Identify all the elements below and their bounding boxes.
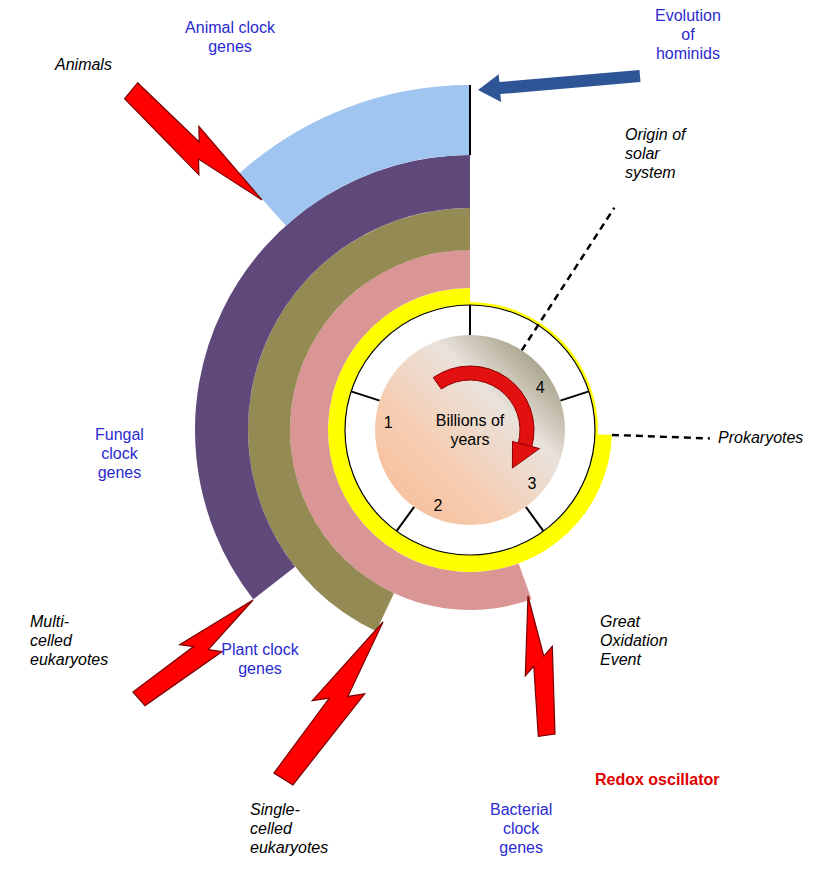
- axis-number: 1: [384, 413, 393, 432]
- event-label: Evolution of hominids: [655, 6, 721, 64]
- axis-number: 3: [527, 474, 536, 493]
- tick-mark: [560, 391, 589, 400]
- tick-mark: [469, 305, 471, 335]
- event-label: Great Oxidation Event: [600, 612, 668, 670]
- gene-label: Fungal clock genes: [95, 425, 144, 483]
- circle-outline: [375, 335, 565, 525]
- tick-mark: [526, 507, 544, 531]
- axis-number: 4: [536, 378, 545, 397]
- event-label: Origin of solar system: [625, 125, 703, 183]
- tick-mark: [351, 391, 380, 400]
- event-label: Multi-celled eukaryotes: [30, 612, 108, 670]
- event-label: Animals: [55, 55, 112, 74]
- time-arrow-head: [512, 441, 539, 468]
- axis-number: 2: [434, 496, 443, 515]
- dashed-marker: [612, 435, 710, 438]
- animal-clock-band: [239, 85, 470, 226]
- center-circle: Billions of years: [375, 335, 565, 525]
- prokaryote-band: [328, 288, 612, 572]
- lightning-bolt: [125, 83, 262, 200]
- gene-label: Plant clock genes: [215, 640, 305, 678]
- pointer-arrow: [478, 70, 641, 102]
- gene-label: Animal clock genes: [175, 18, 285, 56]
- ring-group: [195, 85, 612, 631]
- gene-label: Bacterial clock genes: [490, 800, 552, 858]
- event-label: Single-celled eukaryotes: [250, 800, 328, 858]
- dashed-marker: [522, 208, 615, 351]
- hominid-line: [469, 85, 471, 155]
- oscillator-label: Redox oscillator: [595, 770, 719, 789]
- billions-disc: [375, 335, 565, 525]
- event-label: Prokaryotes: [718, 428, 803, 447]
- tick-mark: [397, 507, 415, 531]
- time-ring: [345, 305, 595, 555]
- lightning-bolt: [525, 596, 555, 736]
- node-text: Billions of years: [425, 411, 515, 449]
